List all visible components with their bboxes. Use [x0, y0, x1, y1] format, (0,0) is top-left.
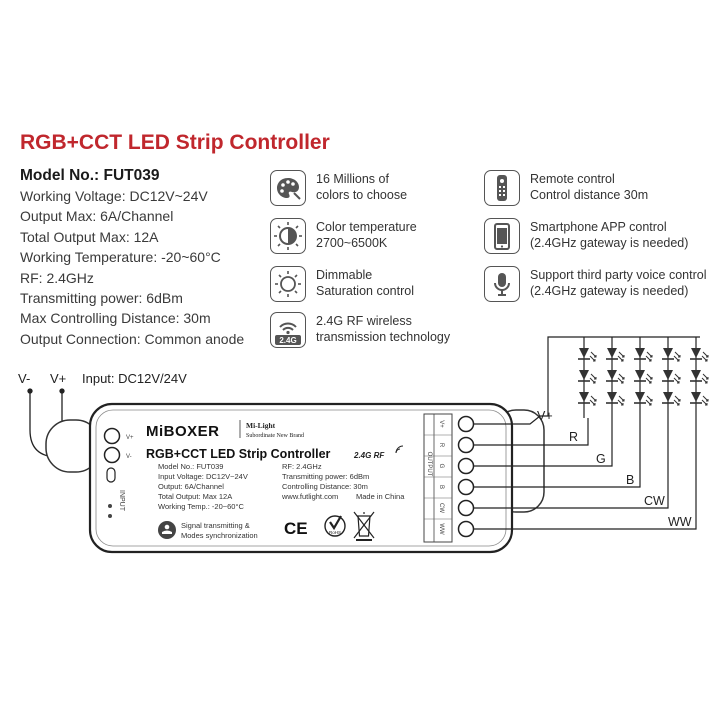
palette-icon	[270, 170, 306, 206]
feature-rf-line2: transmission technology	[316, 330, 451, 344]
device-spec-total: Total Output: Max 12A	[158, 492, 232, 501]
weee-bin-icon	[353, 511, 375, 541]
feature-dimmable-line1: Dimmable	[316, 268, 373, 282]
terminal-label-g: G	[438, 464, 444, 469]
device-spec-model: Model No.: FUT039	[158, 462, 223, 471]
sync-icon	[158, 521, 176, 539]
terminal-label-b: B	[438, 485, 444, 489]
feature-remote-line1: Remote control	[530, 172, 615, 186]
feature-app-line2: (2.4GHz gateway is needed)	[530, 236, 689, 250]
spec-rf: RF: 2.4GHz	[20, 269, 94, 286]
sync-line2: Modes synchronization	[181, 531, 258, 540]
feature-remote-line2: Control distance 30m	[530, 188, 649, 202]
output-screw-terminals	[457, 415, 475, 538]
sub-brand-tagline: Subordinate New Brand	[246, 433, 304, 439]
feature-colors-line1: 16 Millions of	[316, 172, 389, 186]
feature-rf-line1: 2.4G RF wireless	[316, 314, 412, 328]
input-terminal-vminus: V-	[126, 454, 132, 460]
rf-signal-icon	[395, 445, 404, 454]
wire-label-g: G	[596, 452, 606, 466]
model-number: Model No.: FUT039	[20, 167, 160, 184]
color-temperature-icon	[270, 218, 306, 254]
device-spec-temp: Working Temp.: -20~60°C	[158, 502, 244, 511]
input-vplus-label: V+	[50, 371, 66, 386]
device-spec-rf: RF: 2.4GHz	[282, 462, 322, 471]
output-wires	[474, 336, 700, 530]
terminal-label-r: R	[438, 443, 444, 448]
ce-mark: CE	[284, 519, 308, 538]
spec-working-temperature: Working Temperature: -20~60°C	[20, 249, 221, 266]
device-website: www.futlight.com	[281, 492, 338, 501]
input-terminal-block	[103, 427, 121, 483]
device-title: RGB+CCT LED Strip Controller	[146, 447, 331, 461]
spec-max-distance: Max Controlling Distance: 30m	[20, 310, 211, 327]
rf-badge: 2.4G RF	[353, 451, 385, 460]
input-vminus-label: V-	[18, 371, 30, 386]
rohs-label: RoHS	[329, 530, 341, 535]
input-terminal-vplus: V+	[126, 435, 134, 441]
device-spec-output: Output: 6A/Channel	[158, 482, 224, 491]
feature-dimmable-line2: Saturation control	[316, 284, 414, 298]
feature-voice-line2: (2.4GHz gateway is needed)	[530, 284, 689, 298]
sub-brand: Mi-Light	[246, 421, 276, 430]
feature-colors-line2: colors to choose	[316, 188, 408, 202]
spec-list: Model No.: FUT039 Working Voltage: DC12V…	[20, 166, 270, 349]
feature-app-line1: Smartphone APP control	[530, 220, 667, 234]
output-side-label: OUTPUT	[426, 452, 432, 477]
wire-label-r: R	[569, 430, 578, 444]
feature-ct-line1: Color temperature	[316, 220, 417, 234]
wire-label-cw: CW	[644, 494, 665, 508]
controller-housing	[88, 402, 514, 554]
device-spec-power: Transmitting power: 6dBm	[282, 472, 369, 481]
smartphone-icon	[484, 218, 520, 254]
wifi-2.4g-icon: 2.4G	[270, 312, 306, 348]
sync-line1: Signal transmitting &	[181, 521, 250, 530]
device-spec-distance: Controlling Distance: 30m	[282, 482, 368, 491]
brand-logo: MiBOXER	[146, 423, 220, 440]
spec-transmitting-power: Transmitting power: 6dBm	[20, 290, 183, 307]
device-made-in: Made in China	[356, 492, 405, 501]
spec-total-output: Total Output Max: 12A	[20, 228, 159, 245]
terminal-label-vplus: V+	[438, 420, 444, 428]
rf-badge-text: 2.4G	[279, 336, 296, 345]
feature-ct-line2: 2700~6500K	[316, 236, 388, 250]
led-array	[577, 347, 709, 406]
sun-dimmable-icon	[270, 266, 306, 302]
spec-working-voltage: Working Voltage: DC12V~24V	[20, 188, 208, 204]
page-title: RGB+CCT LED Strip Controller	[20, 131, 330, 154]
terminal-label-ww: WW	[438, 523, 444, 535]
spec-output-max: Output Max: 6A/Channel	[20, 208, 174, 225]
wire-label-b: B	[626, 473, 634, 487]
rohs-icon: RoHS	[324, 515, 346, 537]
spec-output-connection: Output Connection: Common anode	[20, 330, 245, 347]
input-side-label: INPUT	[118, 490, 125, 512]
terminal-label-cw: CW	[438, 503, 444, 513]
output-terminal-block	[423, 413, 453, 543]
wire-label-ww: WW	[668, 515, 692, 529]
remote-control-icon	[484, 170, 520, 206]
input-voltage-label: Input: DC12V/24V	[82, 371, 187, 386]
device-spec-input: Input Voltage: DC12V~24V	[158, 472, 248, 481]
microphone-icon	[484, 266, 520, 302]
wire-label-vplus: V+	[537, 409, 553, 423]
feature-voice-line1: Support third party voice control	[530, 268, 707, 282]
